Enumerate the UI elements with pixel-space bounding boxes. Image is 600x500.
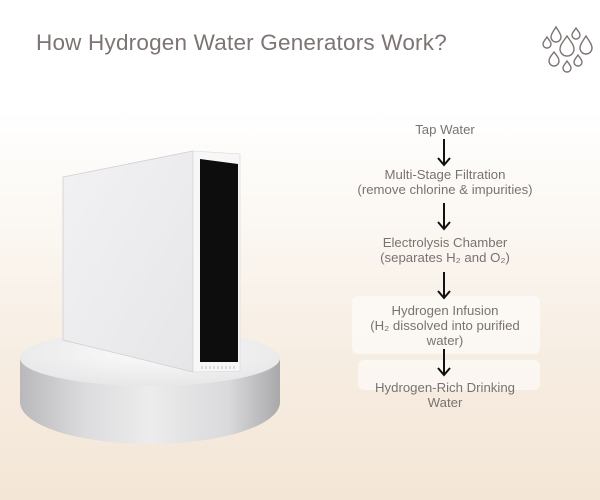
down-arrow-icon: [437, 203, 451, 231]
down-arrow-icon: [437, 272, 451, 300]
step-drinking-water: Hydrogen-Rich Drinking Water: [340, 380, 550, 410]
step-detail: (separates H₂ and O₂): [380, 250, 510, 265]
step-title: Hydrogen Infusion: [391, 303, 499, 318]
step-detail: (H₂ dissolved into purified: [370, 318, 520, 333]
step-title: Hydrogen-Rich Drinking: [375, 380, 515, 395]
drinking-card-bg: [358, 360, 540, 390]
step-detail: water): [426, 333, 464, 348]
generator-device: [62, 150, 241, 373]
step-title: Electrolysis Chamber: [382, 235, 508, 250]
infusion-card-bg: [352, 296, 540, 354]
step-title: Tap Water: [415, 122, 475, 137]
step-tap-water: Tap Water: [340, 122, 550, 137]
down-arrow-icon: [437, 349, 451, 377]
step-detail: (remove chlorine & impurities): [357, 182, 533, 197]
step-electrolysis: Electrolysis Chamber (separates H₂ and O…: [340, 235, 550, 265]
step-title: Multi-Stage Filtration: [384, 167, 506, 182]
step-filtration: Multi-Stage Filtration (remove chlorine …: [340, 167, 550, 197]
water-drops-icon: [542, 25, 593, 73]
page-title: How Hydrogen Water Generators Work?: [36, 30, 447, 55]
down-arrow-icon: [437, 139, 451, 167]
generator-illustration: [20, 150, 280, 444]
step-detail: Water: [427, 395, 463, 410]
step-infusion: Hydrogen Infusion (H₂ dissolved into pur…: [340, 303, 550, 348]
